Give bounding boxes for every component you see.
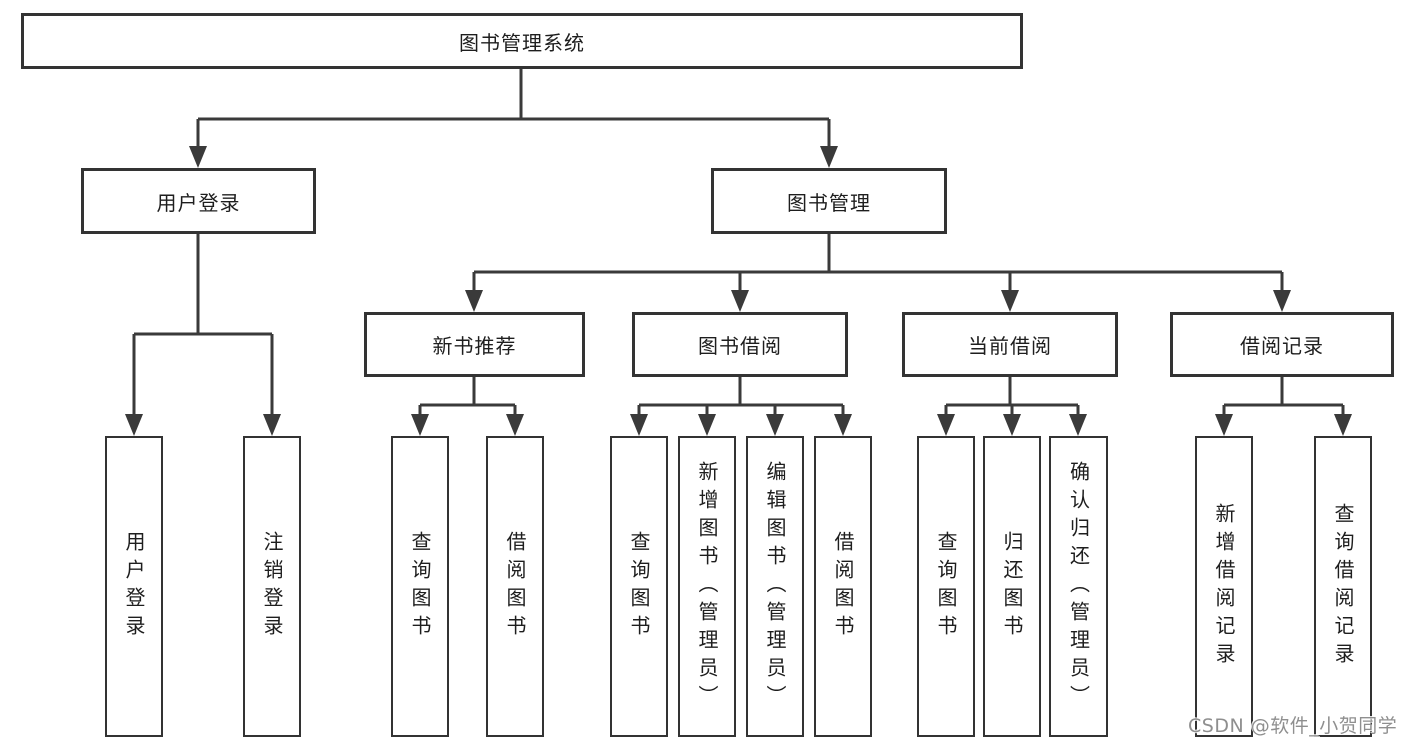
node-newbook-borrow-book: 借阅图书 xyxy=(486,436,544,737)
node-book-borrowing: 图书借阅 xyxy=(632,312,848,377)
connector-path xyxy=(132,69,1345,417)
node-new-book-recommend: 新书推荐 xyxy=(364,312,585,377)
node-book-borrowing-label: 图书借阅 xyxy=(698,334,782,358)
node-user-login-label: 用户登录 xyxy=(156,190,241,215)
node-leaf-user-login: 用户登录 xyxy=(105,436,163,737)
node-record-add-borrow-record-label: 新增借阅记录 xyxy=(1212,502,1236,671)
node-root-label: 图书管理系统 xyxy=(459,30,585,55)
node-borrowing-records-label: 借阅记录 xyxy=(1240,334,1324,358)
node-new-book-recommend-label: 新书推荐 xyxy=(432,334,517,358)
node-current-borrowing: 当前借阅 xyxy=(902,312,1118,377)
node-leaf-logout: 注销登录 xyxy=(243,436,301,737)
node-root: 图书管理系统 xyxy=(21,13,1023,69)
node-book-management-label: 图书管理 xyxy=(787,190,871,215)
node-borrowing-edit-book-admin-label: 编辑图书（管理员） xyxy=(763,460,787,713)
node-borrowing-add-book-admin: 新增图书（管理员） xyxy=(678,436,736,737)
node-current-return-book: 归还图书 xyxy=(983,436,1041,737)
node-borrowing-add-book-admin-label: 新增图书（管理员） xyxy=(695,460,719,713)
node-current-borrowing-label: 当前借阅 xyxy=(968,334,1052,358)
node-borrowing-edit-book-admin: 编辑图书（管理员） xyxy=(746,436,804,737)
node-newbook-borrow-book-label: 借阅图书 xyxy=(503,530,527,643)
node-current-query-book-label: 查询图书 xyxy=(934,530,958,643)
node-leaf-user-login-label: 用户登录 xyxy=(122,530,146,643)
node-record-query-borrow-record-label: 查询借阅记录 xyxy=(1331,502,1355,671)
node-borrowing-query-book: 查询图书 xyxy=(610,436,668,737)
node-newbook-query-book: 查询图书 xyxy=(391,436,449,737)
node-newbook-query-book-label: 查询图书 xyxy=(408,530,432,643)
node-record-add-borrow-record: 新增借阅记录 xyxy=(1195,436,1253,737)
node-leaf-logout-label: 注销登录 xyxy=(260,530,284,643)
csdn-watermark: CSDN @软件_小贺同学 xyxy=(1188,715,1398,737)
node-user-login: 用户登录 xyxy=(81,168,316,234)
arrowheads xyxy=(125,146,1352,436)
node-record-query-borrow-record: 查询借阅记录 xyxy=(1314,436,1372,737)
node-borrowing-borrow-book: 借阅图书 xyxy=(814,436,872,737)
node-current-return-book-label: 归还图书 xyxy=(1000,530,1024,643)
node-borrowing-borrow-book-label: 借阅图书 xyxy=(831,530,855,643)
node-current-confirm-return-admin: 确认归还（管理员） xyxy=(1049,436,1108,737)
node-borrowing-records: 借阅记录 xyxy=(1170,312,1394,377)
node-book-management: 图书管理 xyxy=(711,168,947,234)
node-current-query-book: 查询图书 xyxy=(917,436,975,737)
node-current-confirm-return-admin-label: 确认归还（管理员） xyxy=(1066,460,1091,713)
node-borrowing-query-book-label: 查询图书 xyxy=(627,530,651,643)
